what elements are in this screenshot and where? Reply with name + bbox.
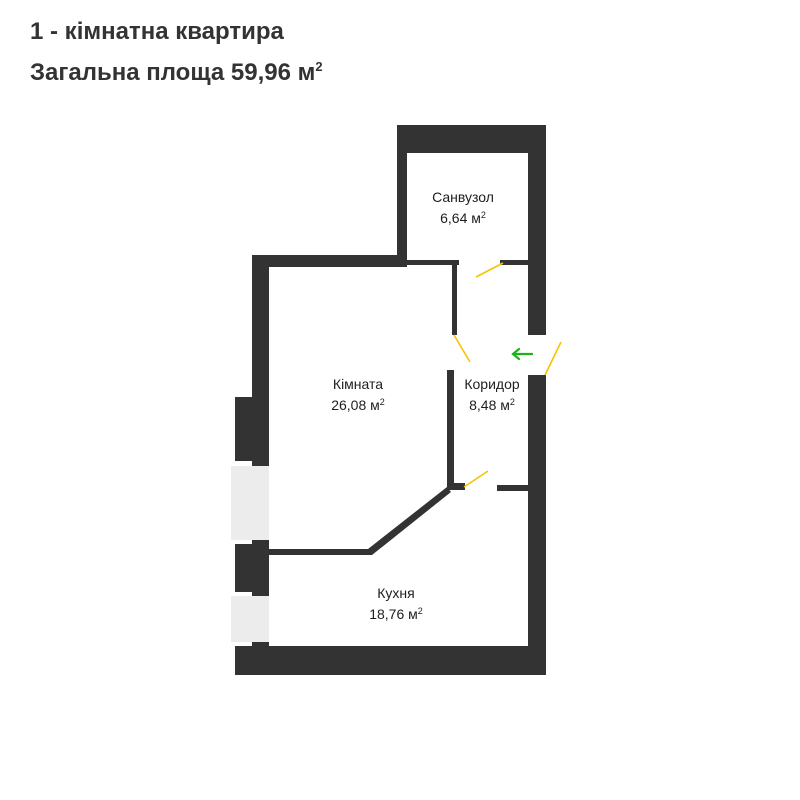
wall-left-outer-pier-1 (235, 397, 269, 461)
total-area: Загальна площа 59,96 м2 (30, 49, 323, 90)
wall-kitchen-corridor-stub (497, 485, 530, 491)
room-living: Кімната 26,08 м2 (331, 375, 385, 414)
wall-room-kitchen-diagonal (368, 487, 451, 555)
wall-bottom (235, 646, 546, 675)
apartment-title: 1 - кімнатна квартира (30, 18, 284, 45)
wall-corridor-lower (447, 370, 454, 490)
room-kitchen-area-sup: 2 (417, 606, 423, 616)
wall-corridor-corner (447, 483, 465, 490)
wall-corridor-upper (452, 260, 457, 335)
window-room (231, 466, 269, 540)
room-living-area-sup: 2 (379, 397, 385, 407)
plan-header: 1 - кімнатна квартира Загальна площа 59,… (30, 14, 323, 90)
room-bathroom: Санвузол 6,64 м2 (432, 188, 494, 227)
room-corridor-area-sup: 2 (509, 397, 515, 407)
room-living-area-value: 26,08 м (331, 397, 380, 413)
door-entrance (544, 341, 562, 376)
room-bathroom-area: 6,64 м2 (432, 206, 494, 227)
room-bathroom-area-sup: 2 (480, 210, 486, 220)
room-kitchen-area-value: 18,76 м (369, 606, 418, 622)
interior-walls (269, 260, 530, 555)
doors (453, 262, 562, 488)
total-area-unit-sup: 2 (315, 59, 323, 74)
total-area-text: Загальна площа 59,96 м (30, 59, 316, 86)
wall-room-kitchen (269, 549, 372, 555)
room-living-name: Кімната (332, 376, 384, 392)
door-kitchen (463, 470, 489, 488)
wall-bath-bottom-right (500, 260, 530, 265)
walls (235, 125, 546, 675)
window-kitchen (231, 596, 269, 642)
wall-bath-left (397, 125, 407, 265)
room-kitchen: Кухня 18,76 м2 (369, 584, 423, 623)
wall-top-left (252, 255, 407, 267)
room-corridor: Коридор 8,48 м2 (464, 375, 519, 414)
room-living-area: 26,08 м2 (331, 393, 385, 414)
door-room (453, 334, 471, 363)
room-corridor-area: 8,48 м2 (464, 393, 519, 414)
wall-bath-top (397, 125, 546, 153)
room-bathroom-name: Санвузол (432, 189, 494, 205)
room-corridor-area-value: 8,48 м (469, 397, 510, 413)
room-kitchen-area: 18,76 м2 (369, 602, 423, 623)
room-kitchen-name: Кухня (377, 585, 415, 601)
arrow-left-icon (511, 347, 534, 361)
wall-bath-bottom-left (407, 260, 459, 265)
room-corridor-name: Коридор (464, 376, 520, 392)
wall-left-outer-pier-2 (235, 544, 269, 592)
wall-right-lower (528, 375, 546, 675)
door-bathroom (475, 262, 504, 278)
wall-right-upper (528, 125, 546, 335)
room-bathroom-area-value: 6,64 м (440, 210, 481, 226)
windows (231, 466, 269, 642)
